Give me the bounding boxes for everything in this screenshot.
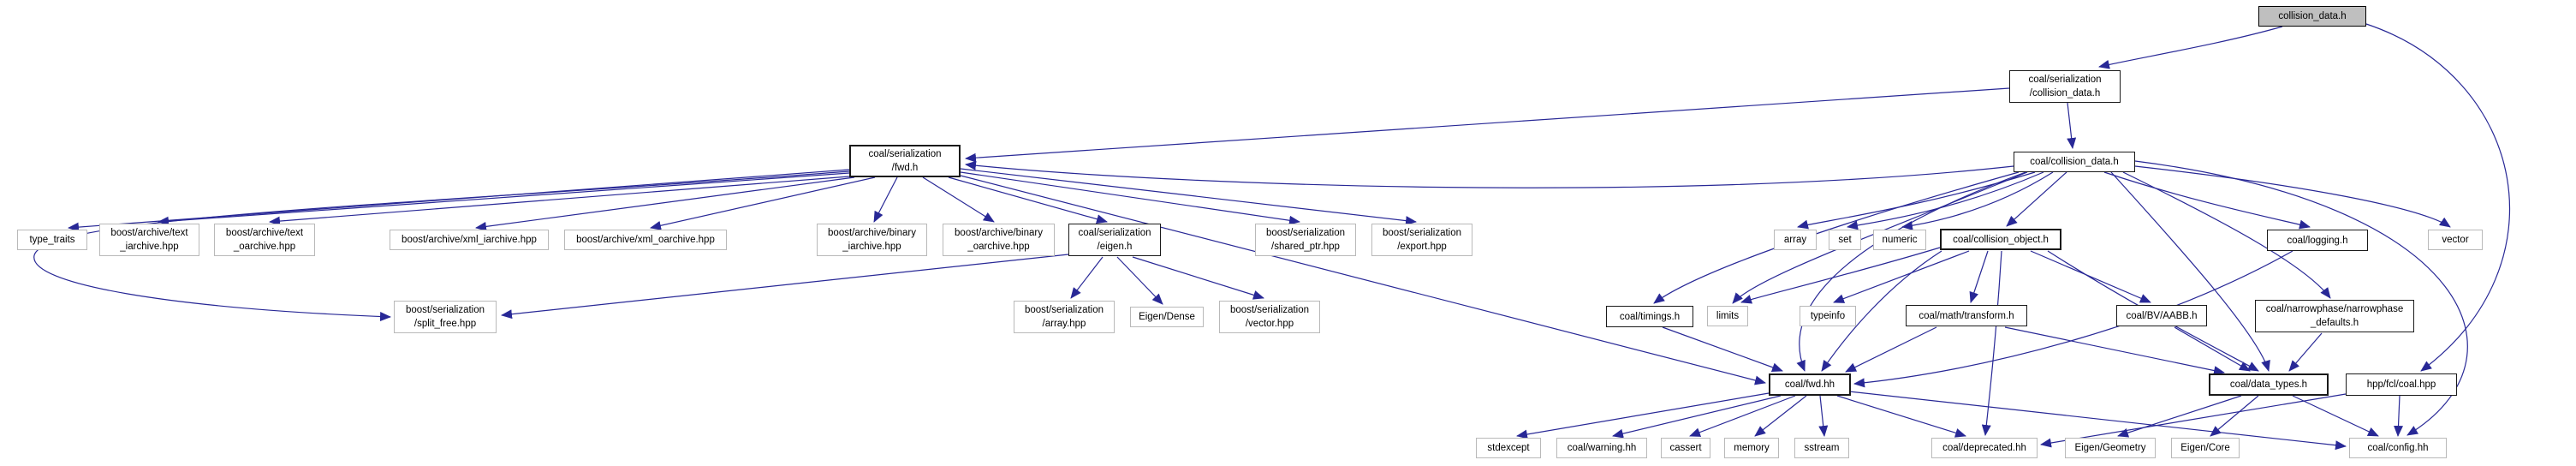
edge-coal_collision_data-to-limits (1732, 171, 2028, 304)
edges (33, 23, 2511, 451)
graph-node-typeinfo: typeinfo (1800, 306, 1856, 326)
edge-collision_object-to-coal_fwd (1821, 250, 1942, 372)
edge-ser_collision_data-to-ser_fwd (965, 87, 2010, 163)
graph-node-std_array: array (1774, 230, 1817, 250)
edge-ser_fwd-to-xml_iarchive (475, 176, 855, 231)
graph-node-hpp_fcl_coal[interactable]: hpp/fcl/coal.hpp (2346, 373, 2457, 396)
graph-node-coal_timings[interactable]: coal/timings.h (1606, 306, 1693, 327)
edge-collision_object-to-typeinfo (1833, 250, 1970, 303)
edge-coal_fwd-to-cassert (1689, 395, 1796, 437)
edge-coal_data_types-to-eigen_core (2210, 395, 2259, 437)
graph-node-collision_data_h[interactable]: collision_data.h (2258, 6, 2366, 27)
edge-coal_collision_data-to-coal_data_types (2110, 171, 2270, 372)
graph-node-split_free: boost/serialization /split_free.hpp (394, 301, 497, 333)
edge-ser_fwd-to-shared_ptr (960, 171, 1300, 225)
edge-coal_data_types-to-eigen_geometry (2117, 395, 2242, 438)
edge-collision_object-to-transform (1969, 250, 1989, 303)
edge-coal_fwd-to-stdexcept (1516, 392, 1770, 439)
edge-ser_collision_data-to-coal_collision_data (2067, 102, 2077, 149)
edge-aabb-to-coal_data_types (2174, 326, 2251, 372)
edge-coal_timings-to-coal_fwd (1662, 326, 1783, 373)
graph-node-coal_fwd[interactable]: coal/fwd.hh (1769, 373, 1851, 396)
graph-node-collision_object[interactable]: coal/collision_object.h (1940, 229, 2061, 250)
edge-collision_data_h-to-ser_collision_data (2098, 26, 2283, 69)
graph-node-eigen_geometry: Eigen/Geometry (2065, 438, 2156, 458)
edge-coal_collision_data-to-collision_object (2006, 171, 2067, 227)
edge-ser_fwd-to-text_iarchive (158, 172, 850, 226)
graph-node-aabb[interactable]: coal/BV/AABB.h (2116, 305, 2207, 326)
edge-hpp_fcl_coal-to-coal_config (2394, 395, 2404, 437)
graph-node-std_vector: vector (2428, 230, 2483, 250)
graph-node-shared_ptr: boost/serialization /shared_ptr.hpp (1255, 224, 1356, 256)
edge-coal_fwd-to-coal_deprecated (1836, 395, 1966, 438)
edge-ser_fwd-to-binary_iarchive (873, 176, 898, 223)
edge-ser_eigen-to-split_free (501, 254, 1069, 320)
edge-coal_data_types-to-coal_config (2292, 395, 2379, 437)
graph-node-ser_vector: boost/serialization /vector.hpp (1219, 301, 1320, 333)
edge-collision_object-to-coal_deprecated (1981, 250, 2002, 436)
edge-coal_fwd-to-coal_config (1848, 391, 2347, 451)
edge-collision_data_h-to-hpp_fcl_coal (2365, 23, 2511, 372)
graph-node-text_iarchive: boost/archive/text _iarchive.hpp (99, 224, 199, 256)
graph-node-text_oarchive: boost/archive/text _oarchive.hpp (214, 224, 315, 256)
graph-node-eigen_dense: Eigen/Dense (1130, 307, 1204, 327)
edge-collision_object-to-aabb (2030, 250, 2151, 303)
edge-coal_collision_data-to-std_array (1797, 171, 2036, 230)
edge-hpp_fcl_coal-to-coal_deprecated (2040, 393, 2347, 448)
edge-ser_fwd-to-coal_fwd (960, 175, 1766, 385)
edge-ser_fwd-to-text_oarchive (269, 176, 850, 226)
graph-node-binary_iarchive: boost/archive/binary _iarchive.hpp (817, 224, 927, 256)
graph-node-coal_deprecated: coal/deprecated.hh (1931, 438, 2038, 458)
edge-coal_collision_data-to-coal_logging (2103, 171, 2311, 230)
edge-coal_collision_data-to-coal_config (2134, 160, 2468, 436)
graph-node-ser_array: boost/serialization /array.hpp (1014, 301, 1115, 333)
graph-node-coal_collision_data[interactable]: coal/collision_data.h (2014, 152, 2135, 172)
edge-coal_collision_data-to-std_vector (2134, 165, 2451, 228)
edge-ser_fwd-to-xml_oarchive (650, 176, 876, 230)
edge-ser_eigen-to-eigen_dense (1116, 256, 1163, 305)
edge-collision_object-to-limits (1740, 247, 1941, 304)
edge-transform-to-coal_data_types (2004, 326, 2225, 375)
edge-coal_logging-to-coal_fwd (1853, 250, 2293, 388)
graph-node-transform[interactable]: coal/math/transform.h (1906, 305, 2027, 326)
edge-coal_fwd-to-sstream (1818, 395, 1829, 437)
edge-ser_fwd-to-ser_eigen (948, 176, 1108, 224)
graph-node-coal_warning: coal/warning.hh (1556, 438, 1647, 458)
edge-transform-to-coal_fwd (1845, 326, 1937, 373)
graph-node-stdexcept: stdexcept (1476, 438, 1541, 458)
graph-node-memory: memory (1724, 438, 1779, 458)
edge-coal_collision_data-to-narrowphase_defaults (2122, 171, 2331, 299)
graph-node-eigen_core: Eigen/Core (2171, 438, 2240, 458)
graph-node-xml_iarchive: boost/archive/xml_iarchive.hpp (390, 230, 549, 250)
edge-ser_eigen-to-ser_vector (1132, 256, 1264, 300)
graph-node-ser_eigen[interactable]: coal/serialization /eigen.h (1068, 224, 1161, 256)
graph-node-numeric: numeric (1873, 230, 1926, 250)
graph-node-xml_oarchive: boost/archive/xml_oarchive.hpp (564, 230, 727, 250)
edge-ser_fwd-to-binary_oarchive (922, 176, 995, 223)
edge-narrowphase_defaults-to-coal_data_types (2288, 332, 2323, 372)
graph-node-sstream: sstream (1794, 438, 1849, 458)
graph-node-export_hpp: boost/serialization /export.hpp (1371, 224, 1472, 256)
graph-node-type_traits: type_traits (17, 230, 87, 250)
graph-node-cassert: cassert (1661, 438, 1710, 458)
edge-ser_eigen-to-ser_array (1070, 256, 1104, 299)
edge-coal_collision_data-to-numeric (1901, 171, 2054, 230)
graph-node-coal_data_types[interactable]: coal/data_types.h (2209, 373, 2329, 396)
graph-node-narrowphase_defaults[interactable]: coal/narrowphase/narrowphase _defaults.h (2255, 300, 2414, 332)
edge-coal_collision_data-to-std_set (1847, 171, 2044, 230)
edge-coal_collision_data-to-coal_fwd (1796, 171, 2026, 372)
graph-node-coal_config: coal/config.hh (2349, 438, 2447, 458)
graph-node-binary_oarchive: boost/archive/binary _oarchive.hpp (943, 224, 1055, 256)
graph-node-ser_fwd[interactable]: coal/serialization /fwd.h (849, 145, 961, 177)
edge-coal_fwd-to-memory (1754, 395, 1807, 437)
graph-node-limits: limits (1707, 306, 1748, 326)
edge-coal_fwd-to-coal_warning (1612, 395, 1782, 439)
graph-node-std_set: set (1829, 230, 1861, 250)
edge-coal_collision_data-to-ser_fwd (965, 160, 2014, 188)
graph-node-ser_collision_data[interactable]: coal/serialization /collision_data.h (2009, 70, 2121, 103)
graph-node-coal_logging[interactable]: coal/logging.h (2267, 230, 2368, 251)
edge-ser_fwd-to-export_hpp (960, 168, 1417, 226)
